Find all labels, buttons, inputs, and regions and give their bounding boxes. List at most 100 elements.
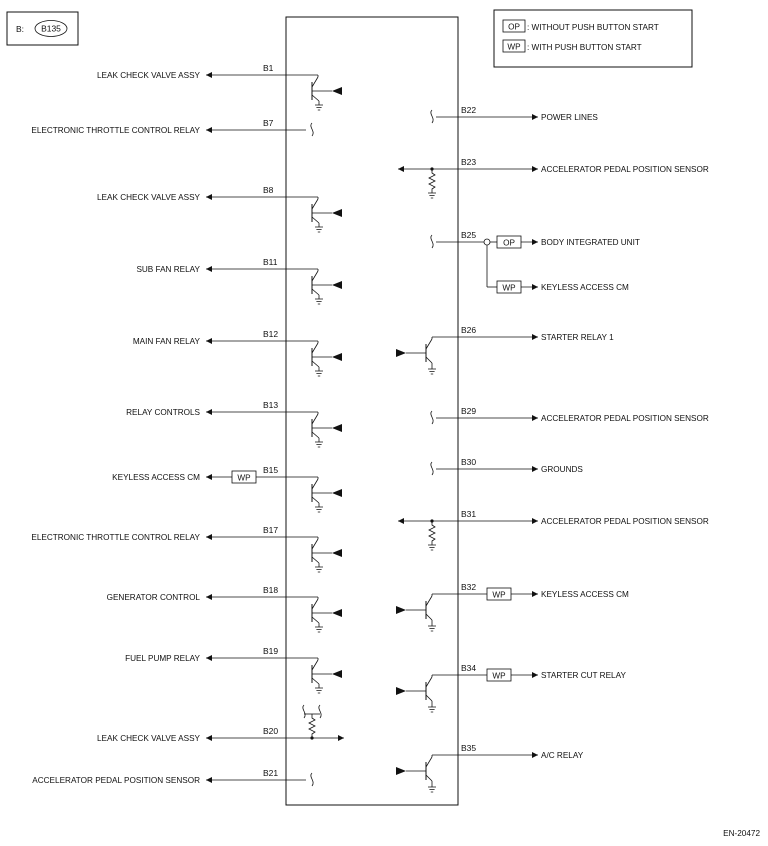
ground-symbol: [315, 104, 323, 111]
right-pin-label: KEYLESS ACCESS CM: [541, 590, 629, 599]
pin-b11: SUB FAN RELAY B11: [136, 257, 342, 305]
wavy-connection: [430, 109, 434, 124]
right-pin-tag: WP: [492, 672, 506, 681]
legend-code-op: OP: [508, 23, 520, 32]
pin-b1: LEAK CHECK VALVE ASSY B1: [97, 63, 342, 111]
pin-b12: MAIN FAN RELAY B12: [133, 329, 342, 377]
right-pin-tag: WP: [502, 284, 516, 293]
right-pin-label: BODY INTEGRATED UNIT: [541, 238, 640, 247]
ground-symbol: [315, 687, 323, 694]
input-arrow: [332, 549, 342, 557]
legend-text-wp: : WITH PUSH BUTTON START: [527, 43, 642, 52]
right-pin-number: B22: [461, 105, 476, 115]
ground-symbol: [315, 506, 323, 513]
right-pin-number: B32: [461, 582, 476, 592]
right-pin-number: B30: [461, 457, 476, 467]
left-pin-number: B15: [263, 465, 278, 475]
left-pin-number: B18: [263, 585, 278, 595]
wavy-connection: [430, 410, 434, 425]
left-pin-number: B12: [263, 329, 278, 339]
left-pin-number: B19: [263, 646, 278, 656]
left-pin-label: SUB FAN RELAY: [136, 265, 200, 274]
ground-symbol: [428, 625, 436, 632]
left-pin-label: KEYLESS ACCESS CM: [112, 473, 200, 482]
input-arrow: [332, 609, 342, 617]
input-arrow: [332, 87, 342, 95]
input-arrow: [396, 349, 406, 357]
legend-text-op: : WITHOUT PUSH BUTTON START: [527, 23, 659, 32]
pin-b26: STARTER RELAY 1 B26: [396, 325, 614, 375]
right-pin-label: STARTER CUT RELAY: [541, 671, 626, 680]
legend-box: OP : WITHOUT PUSH BUTTON START WP : WITH…: [493, 9, 693, 68]
legend-code-wp: WP: [507, 43, 521, 52]
ground-symbol: [428, 544, 436, 551]
right-pin-label: KEYLESS ACCESS CM: [541, 283, 629, 292]
right-pin-label: ACCELERATOR PEDAL POSITION SENSOR: [541, 165, 709, 174]
left-pin-number: B11: [263, 257, 278, 267]
wavy-connection: [310, 122, 314, 137]
left-pin-number: B13: [263, 400, 278, 410]
right-pin-number: B29: [461, 406, 476, 416]
input-arrow: [332, 489, 342, 497]
input-arrow: [332, 353, 342, 361]
right-pin-label: ACCELERATOR PEDAL POSITION SENSOR: [541, 414, 709, 423]
input-arrow: [332, 209, 342, 217]
input-arrow: [332, 281, 342, 289]
pin-b31: ACCELERATOR PEDAL POSITION SENSOR B31: [398, 509, 709, 551]
ground-symbol: [428, 786, 436, 793]
junction-open: [483, 238, 491, 246]
right-pin-number: B35: [461, 743, 476, 753]
pull-up-resistor: [308, 714, 316, 738]
left-pin-tag: WP: [237, 474, 251, 483]
pin-b13: RELAY CONTROLS B13: [126, 400, 342, 448]
right-pin-number: B31: [461, 509, 476, 519]
left-pin-label: RELAY CONTROLS: [126, 408, 200, 417]
left-pin-label: MAIN FAN RELAY: [133, 337, 201, 346]
ground-symbol: [315, 226, 323, 233]
right-pin-number: B34: [461, 663, 476, 673]
left-pin-label: ELECTRONIC THROTTLE CONTROL RELAY: [31, 533, 200, 542]
input-arrow: [396, 687, 406, 695]
wavy-connection: [430, 234, 434, 249]
right-pin-label: A/C RELAY: [541, 751, 584, 760]
right-pin-tag: OP: [503, 239, 515, 248]
pull-down-resistor: [428, 521, 436, 545]
left-pin-number: B21: [263, 768, 278, 778]
input-arrow: [396, 606, 406, 614]
input-arrow: [332, 424, 342, 432]
ecm-body: [285, 16, 459, 806]
right-pin-label: ACCELERATOR PEDAL POSITION SENSOR: [541, 517, 709, 526]
connector-prefix: B:: [16, 24, 24, 34]
left-pin-number: B1: [263, 63, 274, 73]
pin-b29: ACCELERATOR PEDAL POSITION SENSOR B29: [430, 406, 709, 425]
left-pin-label: LEAK CHECK VALVE ASSY: [97, 193, 201, 202]
left-pin-label: LEAK CHECK VALVE ASSY: [97, 71, 201, 80]
right-pin-number: B26: [461, 325, 476, 335]
ground-symbol: [315, 566, 323, 573]
pin-b35: A/C RELAY B35: [396, 743, 584, 793]
wavy-connection: [318, 704, 322, 719]
input-arrow: [332, 670, 342, 678]
connector-id: B135: [41, 24, 61, 34]
connector-id-box: B: B135: [6, 11, 79, 46]
wavy-connection: [430, 461, 434, 476]
figure-code: EN-20472: [723, 829, 760, 838]
left-pin-label: ELECTRONIC THROTTLE CONTROL RELAY: [31, 126, 200, 135]
ground-symbol: [315, 298, 323, 305]
right-pin-label: STARTER RELAY 1: [541, 333, 614, 342]
